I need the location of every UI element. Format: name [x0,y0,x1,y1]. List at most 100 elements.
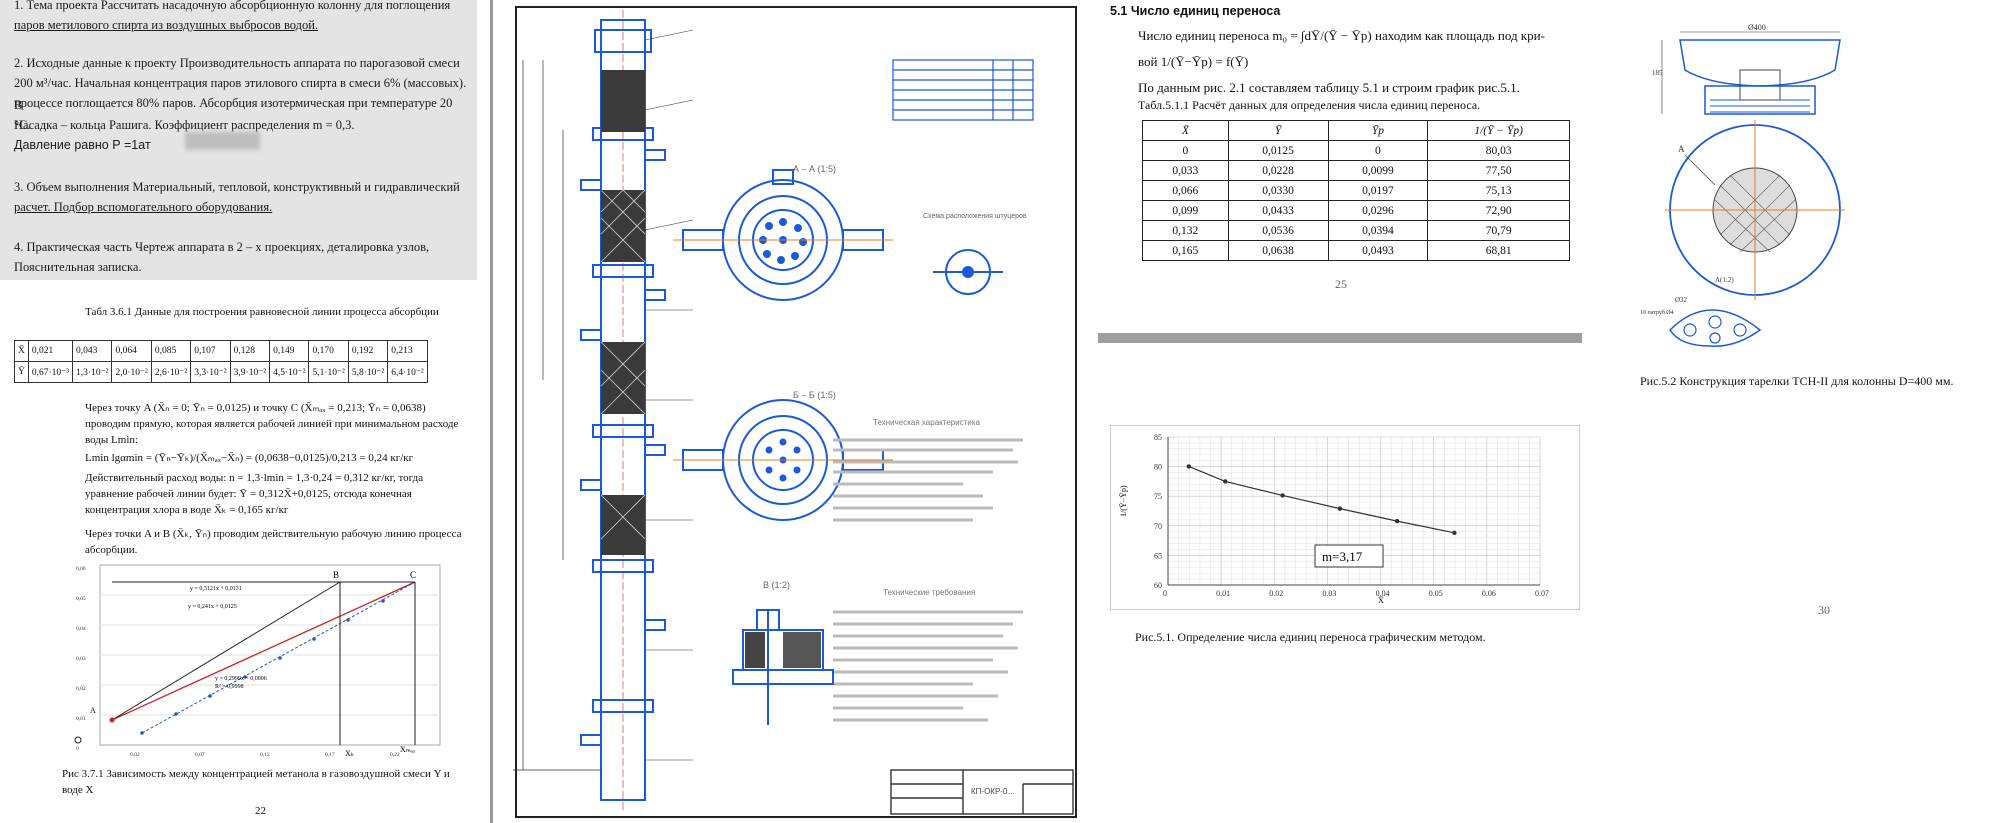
table51-cell: 0,0228 [1227,160,1329,181]
title-block [890,769,1074,815]
table51-cell: 0,0638 [1227,240,1329,261]
chart37-xtick: 0,17 [325,752,335,758]
chart51-point [1337,506,1343,511]
table51-cell: 0 [1327,140,1429,161]
task-line2: 2. Исходные данные к проекту Производите… [14,56,460,70]
chart51-series-line [1188,465,1455,534]
title-block-stamp: КП-ОКР-0… [971,787,1015,796]
table51-header: X̄ [1142,120,1229,141]
task-line4b: Пояснительная записка. [14,260,142,274]
plate-label-a: A [1678,144,1685,154]
chart37-label-a: A [90,706,96,715]
table36-y-label: Ȳ [14,361,29,383]
chart51-xtick: 0.06 [1482,589,1496,598]
section51-tcaption: Табл.5.1.1 Расчёт данных для определения… [1138,98,1481,112]
chart51-axes [1167,437,1540,586]
table36-y-cell: 3,9·10⁻² [229,361,271,383]
table51-cell: 0,132 [1142,220,1229,241]
chart37-ytick: 0,02 [76,686,86,692]
chart37-xtick: 0,22 [390,752,400,758]
chart37-ytick: 0,04 [76,626,86,632]
text37-caption: Рис 3.7.1 Зависимость между концентрацие… [62,768,450,796]
task-photo: 1. Тема проекта Рассчитать насадочную аб… [0,0,477,280]
table51-cell: 0,0296 [1327,200,1429,221]
table51-cell: 0,0330 [1227,180,1329,201]
table51-cell: 0,033 [1142,160,1229,181]
table36-y-cell: 4,5·10⁻² [269,361,310,383]
tech-req-lines [833,610,1023,722]
task-line2b: 200 м³/час. Начальная концентрация паров… [14,76,467,112]
view-aa-holes [759,218,807,264]
plate-dim-top: Ø400 [1748,23,1766,32]
cap-slots [1710,99,1810,113]
redacted-blur [185,132,260,150]
leader-lines [644,29,694,761]
chart51-point [1452,530,1457,536]
table36-x-label: X̄ [14,340,29,362]
tech-text-lines [833,438,1023,522]
view-vv-label: В (1:2) [763,580,790,590]
chart37-eq-points [140,599,385,735]
task-line3: 3. Объем выполнения Материальный, теплов… [14,180,460,194]
chart51-xtick: 0.05 [1429,589,1443,598]
plate-label-a-leader [1684,154,1716,186]
table36-x-cell: 0,107 [190,340,231,362]
table51-cell: 0,0394 [1327,220,1429,241]
chart37-eq3: y = 0,2999x + 0,0006 [215,676,267,682]
chart37-xtick: 0,12 [260,752,270,758]
text37-page: 22 [255,805,266,817]
task-line1: 1. Тема проекта Рассчитать насадочную аб… [14,0,451,12]
table51-cell: 0,0536 [1227,220,1329,241]
table36-y-cell: 6,4·10⁻² [387,361,428,383]
plate-detail-holes [1683,315,1747,344]
chart51-xtick: 0.02 [1269,589,1283,598]
chart37-label-b: B [333,570,339,580]
chart37-xtick: 0,02 [130,752,140,758]
section51-heading: 5.1 Число единиц переноса [1110,4,1281,18]
view-aa-label: А – А (1:5) [793,164,836,174]
chart51-ytick: 75 [1154,492,1162,501]
chart51-border [1110,425,1580,610]
chart51-xtick: 0 [1163,589,1167,598]
table51-cell: 77,50 [1427,160,1570,181]
section51-p1b: вой 1/(Ȳ−Ȳp) = f(Ȳ) [1138,54,1249,69]
table51-header: Ȳp [1327,120,1429,141]
chart51-xtick: 0.04 [1376,589,1390,598]
chart51-xtick: 0.03 [1322,589,1336,598]
chart51-xlabel: X̄ [1378,596,1384,605]
chart51-annotation: m=3,17 [1322,549,1363,564]
task-line2d: Насадка – кольца Рашига. Коэффициент рас… [14,118,355,132]
view-vv-hatch-b [783,632,821,668]
table51-cell: 80,03 [1427,140,1570,161]
table51-cell: 0,099 [1142,200,1229,221]
table36-x-cell: 0,085 [150,340,192,362]
task-pressure: Давление равно Р =1ат [14,138,151,152]
chart51-ytick: 80 [1154,463,1162,472]
table51-cell: 0,0197 [1327,180,1429,201]
table51-cell: 0,0433 [1227,200,1329,221]
chart51-points [1186,464,1457,536]
chart37: y = 0,3121x + 0,0131 y = 0,241x + 0,0125… [74,564,441,758]
chart37-ytick: 0,05 [76,596,86,602]
table36-y-cell: 5,1·10⁻² [308,361,349,383]
chart37-line-min [111,581,416,721]
table36-x-cell: 0,213 [387,340,428,362]
table36-y-cell: 0,67·10⁻³ [27,361,74,383]
chart37-xmax: Xₘₐₓ [400,745,416,754]
fig51-caption: Рис.5.1. Определение числа единиц перено… [1135,630,1486,644]
table51-cell: 0,0493 [1327,240,1429,261]
table36-x-cell: 0,170 [308,340,349,362]
table36-x-cell: 0,128 [229,340,271,362]
table51-cell: 68,81 [1427,240,1570,261]
chart37-origin-marker [74,736,82,744]
task-line1b: паров метилового спирта из воздушных выб… [14,18,319,32]
chart37-xk: Xₖ [345,749,354,758]
column-drawing: А – А (1:5) Схема расположения штуцеров … [513,10,1074,815]
